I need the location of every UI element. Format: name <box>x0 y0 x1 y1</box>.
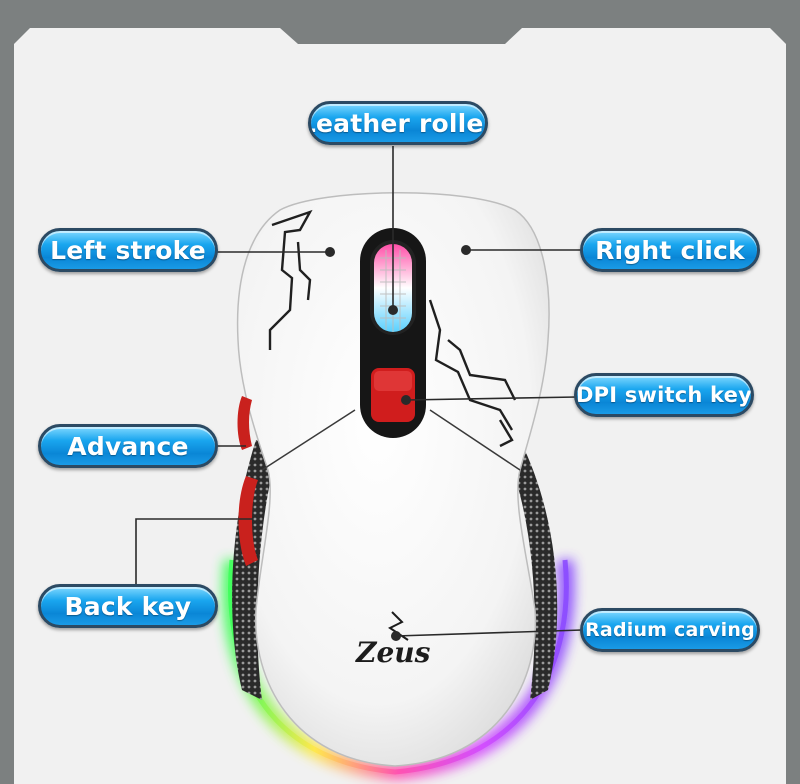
label-left-stroke: Left stroke <box>38 228 218 272</box>
mouse-body <box>236 192 550 767</box>
label-radium-carving: Radium carving <box>580 608 760 652</box>
back-button[interactable] <box>238 476 259 566</box>
label-dpi-switch-key: DPI switch key <box>574 373 754 417</box>
label-leather-roller: Leather roller <box>308 101 488 145</box>
circuit-decoration <box>268 209 517 448</box>
right-side-grip <box>505 440 558 700</box>
callout-dots <box>325 245 471 641</box>
advance-button[interactable] <box>237 396 253 450</box>
label-back-key: Back key <box>38 584 218 628</box>
brand-logo: Zeus <box>355 636 431 669</box>
label-right-click: Right click <box>580 228 760 272</box>
label-advance: Advance <box>38 424 218 468</box>
callout-lines <box>135 146 583 637</box>
